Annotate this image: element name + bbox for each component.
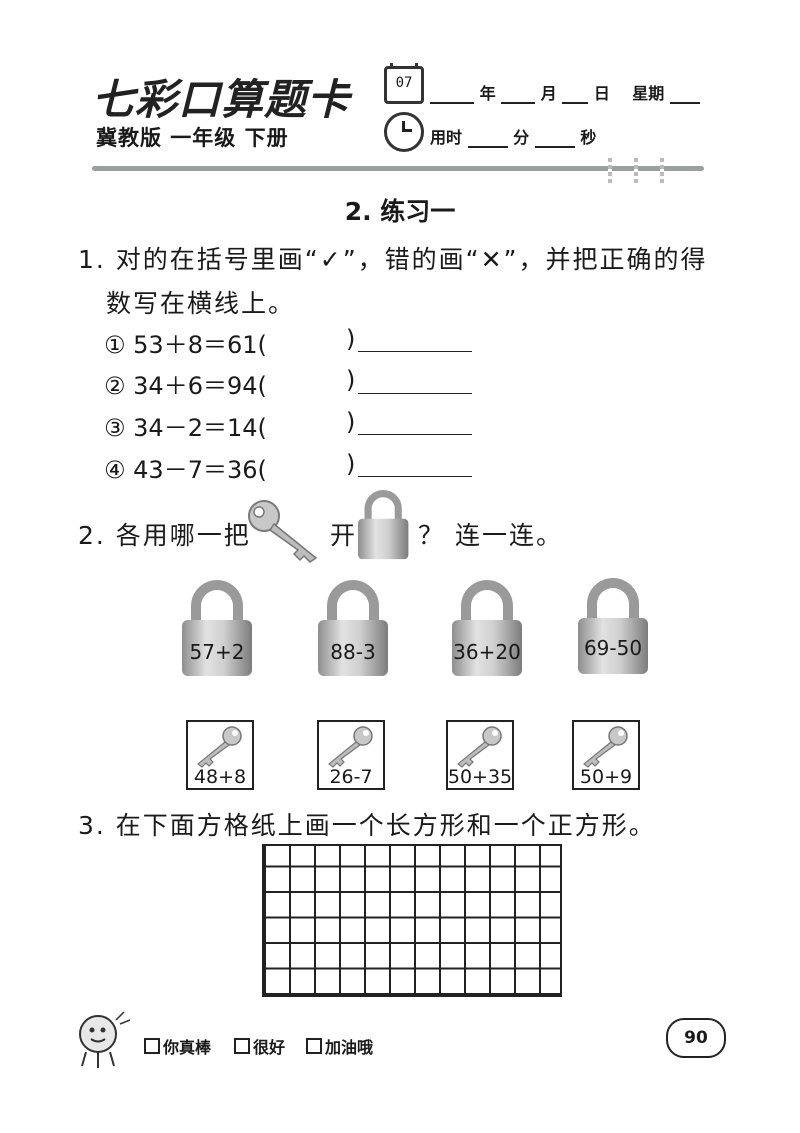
drawing-grid[interactable] bbox=[262, 844, 562, 997]
lock-item[interactable]: 88-3 bbox=[318, 580, 388, 680]
q2-text-part1: 2. 各用哪一把 bbox=[78, 521, 251, 550]
calendar-day: 07 bbox=[395, 75, 413, 91]
key-card[interactable]: 50+9 bbox=[572, 720, 640, 790]
item-number: ③ bbox=[104, 414, 126, 442]
rating-good[interactable]: 很好 bbox=[234, 1034, 285, 1058]
item-expression: 34－2＝14( bbox=[133, 414, 267, 442]
month-label: 月 bbox=[540, 84, 557, 103]
q2-text-part3: ？ 连一连。 bbox=[418, 521, 563, 550]
checkbox[interactable] bbox=[306, 1038, 322, 1054]
lock-icon bbox=[358, 490, 409, 562]
lock-item[interactable]: 36+20 bbox=[452, 580, 522, 680]
time-used-label: 用时 bbox=[430, 128, 463, 147]
key-label: 26-7 bbox=[329, 766, 373, 788]
calendar-icon: 07 bbox=[384, 63, 424, 104]
brand-title: 七彩口算题卡 bbox=[92, 75, 351, 124]
second-label: 秒 bbox=[580, 128, 597, 147]
date-fill-line: 年 月 日 星期 bbox=[430, 80, 700, 104]
q1-item-2-close: ) bbox=[346, 366, 356, 394]
lock-label: 57+2 bbox=[189, 640, 245, 664]
q1-instruction-line2: 数写在横线上。 bbox=[106, 289, 296, 318]
rating-keep-going[interactable]: 加油哦 bbox=[306, 1034, 373, 1058]
answer-blank[interactable] bbox=[358, 433, 472, 435]
lock-label: 88-3 bbox=[330, 640, 376, 664]
rating-label: 你真棒 bbox=[163, 1038, 212, 1057]
divider-bead bbox=[608, 158, 612, 186]
item-number: ④ bbox=[104, 456, 126, 484]
key-label: 48+8 bbox=[193, 766, 247, 788]
page-number: 90 bbox=[666, 1018, 726, 1058]
q1-item-1: ① 53＋8＝61( bbox=[104, 325, 267, 360]
item-expression: 53＋8＝61( bbox=[133, 331, 267, 359]
item-number: ② bbox=[104, 372, 126, 400]
rating-label: 加油哦 bbox=[325, 1038, 374, 1057]
divider-bead bbox=[634, 158, 638, 186]
item-expression: 34＋6＝94( bbox=[133, 372, 267, 400]
rating-great[interactable]: 你真棒 bbox=[144, 1034, 211, 1058]
key-icon bbox=[197, 726, 242, 768]
q3-instruction: 3. 在下面方格纸上画一个长方形和一个正方形。 bbox=[78, 811, 656, 840]
q1-item-4: ④ 43－7＝36( bbox=[104, 450, 267, 485]
q1-instruction-line1: 1. 对的在括号里画“✓”，错的画“✕”，并把正确的得 bbox=[78, 245, 708, 274]
q1-item-1-close: ) bbox=[346, 325, 356, 353]
lock-item[interactable]: 57+2 bbox=[182, 580, 252, 680]
key-card[interactable]: 26-7 bbox=[317, 720, 385, 790]
weekday-label: 星期 bbox=[632, 84, 665, 103]
q2-text-part2: 开 bbox=[330, 521, 358, 550]
checkbox[interactable] bbox=[234, 1038, 250, 1054]
q1-item-2: ② 34＋6＝94( bbox=[104, 366, 267, 401]
time-fill-line: 用时 分 秒 bbox=[430, 124, 596, 148]
rating-label: 很好 bbox=[253, 1038, 286, 1057]
answer-blank[interactable] bbox=[358, 392, 472, 394]
lock-item[interactable]: 69-50 bbox=[578, 578, 648, 678]
divider-bead bbox=[660, 158, 664, 186]
q1-item-3-close: ) bbox=[346, 408, 356, 436]
edition-label: 冀教版 一年级 下册 bbox=[96, 126, 289, 150]
key-icon bbox=[583, 726, 628, 768]
key-icon bbox=[457, 726, 502, 768]
item-number: ① bbox=[104, 331, 126, 359]
key-label: 50+9 bbox=[579, 766, 633, 788]
item-expression: 43－7＝36( bbox=[133, 456, 267, 484]
year-label: 年 bbox=[479, 84, 496, 103]
key-card[interactable]: 48+8 bbox=[186, 720, 254, 790]
q1-item-4-close: ) bbox=[346, 450, 356, 478]
checkbox[interactable] bbox=[144, 1038, 160, 1054]
lock-label: 69-50 bbox=[583, 636, 643, 660]
header-divider bbox=[92, 166, 704, 171]
answer-blank[interactable] bbox=[358, 350, 472, 352]
minute-label: 分 bbox=[513, 128, 530, 147]
clock-icon bbox=[384, 112, 424, 152]
answer-blank[interactable] bbox=[358, 475, 472, 477]
q1-item-3: ③ 34－2＝14( bbox=[104, 408, 267, 443]
mascot-icon bbox=[79, 1011, 131, 1068]
key-icon bbox=[248, 500, 318, 563]
day-label: 日 bbox=[593, 84, 610, 103]
key-label: 50+35 bbox=[447, 766, 513, 788]
lock-label: 36+20 bbox=[453, 640, 521, 664]
key-icon bbox=[328, 726, 373, 768]
lesson-title: 2. 练习一 bbox=[344, 197, 456, 226]
key-card[interactable]: 50+35 bbox=[446, 720, 514, 790]
